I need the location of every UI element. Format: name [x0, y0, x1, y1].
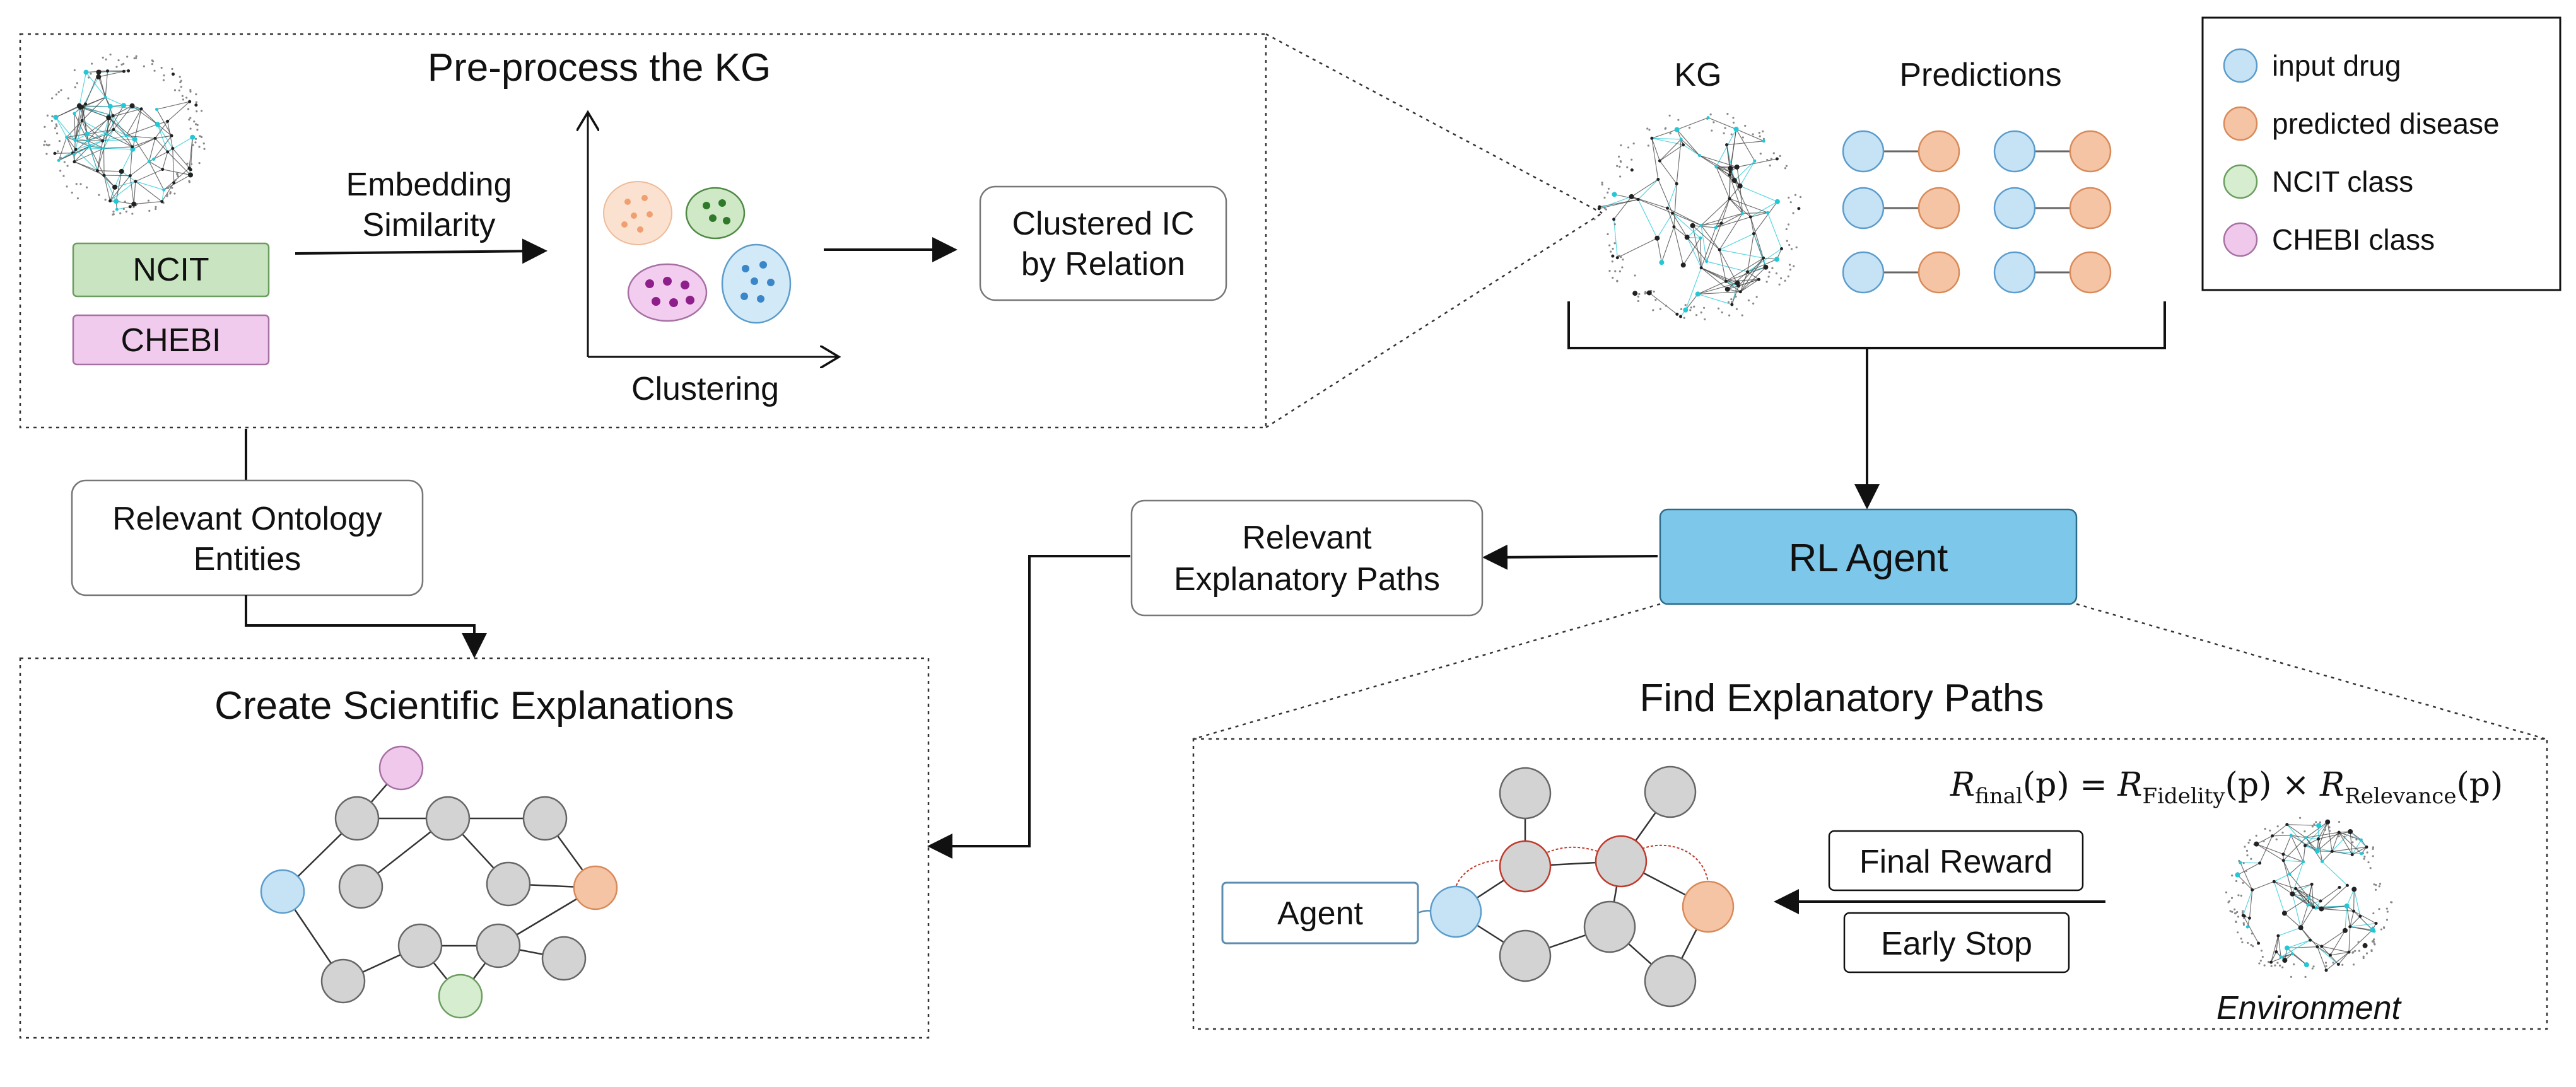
cluster-green [685, 187, 746, 240]
cluster-orange [603, 181, 672, 245]
relevant-entities-label-1: Relevant Ontology [112, 501, 382, 537]
embedding-label-1: Embedding [346, 166, 512, 203]
chebi-label: CHEBI [121, 322, 221, 359]
zoom-line-right [2076, 603, 2546, 740]
agent-box [1221, 881, 1419, 945]
final-reward-label: Final Reward [1859, 844, 2052, 880]
clustered-ic-label-1: Clustered IC [1012, 206, 1195, 242]
agent-label: Agent [1277, 895, 1363, 932]
embedding-label-2: Similarity [363, 207, 496, 243]
ncit-box [72, 242, 270, 298]
relevant-paths-label-2: Explanatory Paths [1174, 561, 1440, 598]
rl-agent-label: RL Agent [1789, 537, 1948, 580]
predictions-label: Predictions [1899, 57, 2061, 93]
preprocess-title: Pre-process the KG [428, 46, 771, 90]
relevant-paths-label-1: Relevant [1242, 520, 1372, 556]
early-stop-box [1843, 912, 2070, 974]
relevant-entities-label-2: Entities [194, 541, 302, 578]
explanation-graph [260, 745, 618, 1019]
zoom-line-left [1193, 603, 1661, 740]
zoom-line-bottom [1265, 212, 1603, 429]
clustering-axes [588, 112, 839, 357]
find-title: Find Explanatory Paths [1639, 677, 2044, 720]
cluster-blue [721, 243, 792, 324]
legend-swatch [2223, 48, 2258, 83]
kg-label: KG [1674, 57, 1721, 93]
kg-predictions-section: KG Predictions [1567, 57, 2166, 509]
legend-label: predicted disease [2272, 107, 2500, 140]
find-panel: Agent Rfinal(p) = RFidelity(p) × RReleva… [1192, 738, 2548, 1030]
cluster-pink [627, 263, 708, 322]
chebi-box [72, 314, 270, 366]
rl-agent-box [1659, 508, 2078, 605]
final-reward-box [1828, 830, 2084, 892]
ncit-label: NCIT [132, 252, 209, 288]
create-panel: Create Scientific Explanations [19, 657, 930, 1039]
reward-formula: Rfinal(p) = RFidelity(p) × RRelevance(p) [1950, 766, 2503, 809]
entities-to-create-arrow [245, 595, 487, 658]
preprocess-panel: Pre-process the KG NCIT CHEBI Embedding … [19, 33, 1267, 429]
paths-to-create-arrow [927, 555, 1130, 859]
bracket [1567, 301, 2166, 349]
legend-swatch [2223, 164, 2258, 199]
relevant-paths-box [1130, 499, 1484, 617]
relevant-entities-box [71, 479, 424, 596]
agent-to-paths-arrow [1482, 544, 1658, 570]
embedding-arrow [295, 238, 547, 264]
kg-globe-icon [1593, 113, 1802, 321]
legend-label: CHEBI class [2272, 223, 2435, 256]
clustered-ic-box [979, 185, 1227, 301]
environment-label: Environment [2216, 990, 2402, 1026]
early-stop-label: Early Stop [1881, 926, 2032, 962]
create-title: Create Scientific Explanations [214, 684, 734, 728]
environment-globe-icon [2225, 817, 2393, 978]
legend-label: input drug [2272, 49, 2401, 82]
clustered-ic-label-2: by Relation [1021, 246, 1185, 282]
legend-label: NCIT class [2272, 165, 2413, 198]
zoom-line-top [1265, 33, 1603, 214]
predictions-grid [1842, 130, 2112, 294]
kg-globe-icon [43, 53, 206, 216]
clustering-label: Clustering [631, 371, 779, 407]
legend-swatch [2223, 106, 2258, 141]
legend-swatch [2223, 222, 2258, 257]
path-graph [1417, 765, 1735, 1008]
